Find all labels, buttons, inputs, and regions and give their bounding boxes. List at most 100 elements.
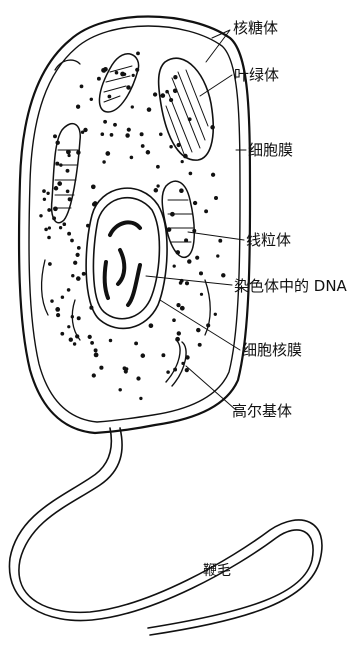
ribosome-dot <box>161 353 165 357</box>
ribosome-dot <box>81 130 84 133</box>
label-ribosome: 核糖体 <box>233 19 278 37</box>
ribosome-dot <box>42 189 46 193</box>
ribosome-dot <box>66 150 71 155</box>
label-chromosome-dna: 染色体中的 DNA <box>234 277 348 295</box>
mitochondrion-upper <box>99 54 138 112</box>
ribosome-dot <box>86 224 90 228</box>
ribosome-dot <box>50 299 53 302</box>
ribosome-dot <box>206 323 210 327</box>
ribosome-dot <box>185 355 189 359</box>
label-nuclear-membrane: 细胞核膜 <box>242 341 302 359</box>
ribosome-dot <box>136 51 140 55</box>
ribosome-dot <box>102 69 105 72</box>
ribosome-dot <box>211 173 215 177</box>
ribosome-dot <box>141 353 146 358</box>
ribosome-dot <box>90 341 94 345</box>
ribosome-dot <box>135 68 139 72</box>
ribosome-dot <box>48 262 52 266</box>
ribosome-dot <box>68 197 72 201</box>
ribosome-dot <box>173 264 176 267</box>
ribosome-dot <box>125 367 128 370</box>
ribosome-dot <box>181 362 184 365</box>
ribosome-dot <box>99 366 103 370</box>
ribosome-dot <box>156 165 160 169</box>
ribosome-dot <box>127 128 131 132</box>
ribosome-dot <box>82 272 86 276</box>
ribosome-dot <box>109 339 112 342</box>
label-cell-membrane: 细胞膜 <box>248 141 293 159</box>
label-golgi-body: 高尔基体 <box>232 402 292 420</box>
ribosome-dot <box>102 160 105 163</box>
ribosome-dot <box>195 256 199 260</box>
ribosome-dot <box>75 334 79 338</box>
ribosome-dot <box>92 373 96 377</box>
ribosome-dot <box>214 313 217 316</box>
ribosome-dot <box>147 107 152 112</box>
ribosome-dot <box>179 188 184 193</box>
ribosome-dot <box>140 132 144 136</box>
ribosome-dot <box>210 125 215 130</box>
ribosome-dot <box>63 222 67 226</box>
ribosome-dot <box>169 98 173 102</box>
ribosome-dot <box>214 196 218 200</box>
ribosome-dot <box>159 133 163 137</box>
ribosome-dot <box>105 151 110 156</box>
ribosome-dot <box>200 293 203 296</box>
ribosome-dot <box>97 77 101 81</box>
ribosome-dot <box>39 214 42 217</box>
ribosome-dot <box>69 338 73 342</box>
ribosome-dot <box>89 306 93 310</box>
ribosome-dot <box>176 250 181 255</box>
ribosome-dot <box>67 288 71 292</box>
ribosome-dot <box>120 72 125 77</box>
ribosome-dot <box>199 271 203 275</box>
ribosome-dot <box>177 143 181 147</box>
ribosome-dot <box>73 261 77 265</box>
ribosome-dot <box>115 71 119 75</box>
ribosome-dot <box>94 353 99 358</box>
ribosome-dot <box>61 295 64 298</box>
ribosome-dot <box>77 246 81 250</box>
ribosome-dot <box>118 388 121 391</box>
ribosome-dot <box>221 273 225 277</box>
ribosome-dot <box>146 150 151 155</box>
ribosome-dot <box>59 163 62 166</box>
ribosome-dot <box>218 239 222 243</box>
ribosome-dot <box>165 90 169 94</box>
ribosome-dot <box>94 348 98 352</box>
ribosome-dot <box>47 208 51 212</box>
ribosome-dot <box>149 323 154 328</box>
ribosome-dot <box>192 229 196 233</box>
ribosome-dot <box>141 144 145 148</box>
ribosome-dot <box>193 201 197 205</box>
ribosome-dot <box>160 93 165 98</box>
ribosome-dot <box>169 145 172 148</box>
ribosome-dot <box>53 206 58 211</box>
ribosome-dot <box>101 132 105 136</box>
ribosome-dot <box>47 236 51 240</box>
ribosome-dot <box>113 123 117 127</box>
ribosome-dot <box>189 172 193 176</box>
ribosome-dot <box>80 85 84 89</box>
ribosome-dot <box>76 105 80 109</box>
ribosome-dot <box>167 227 172 232</box>
ribosome-dot <box>91 184 96 189</box>
ribosome-dot <box>55 140 59 144</box>
ribosome-dot <box>70 239 74 243</box>
ribosome-dot <box>67 232 71 236</box>
ribosome-dot <box>188 117 192 121</box>
ribosome-dot <box>180 306 185 311</box>
ribosome-dot <box>53 134 57 138</box>
ribosome-dot <box>93 201 98 206</box>
ribosome-dot <box>177 331 181 335</box>
ribosome-dot <box>76 253 80 257</box>
ribosome-dot <box>90 98 93 101</box>
ribosome-dot <box>154 188 159 193</box>
ribosome-dot <box>130 156 134 160</box>
ribosome-dot <box>184 238 188 242</box>
ribosome-dot <box>108 95 112 99</box>
ribosome-dot <box>60 332 64 336</box>
ribosome-dot <box>185 281 189 285</box>
ribosome-dot <box>173 89 178 94</box>
